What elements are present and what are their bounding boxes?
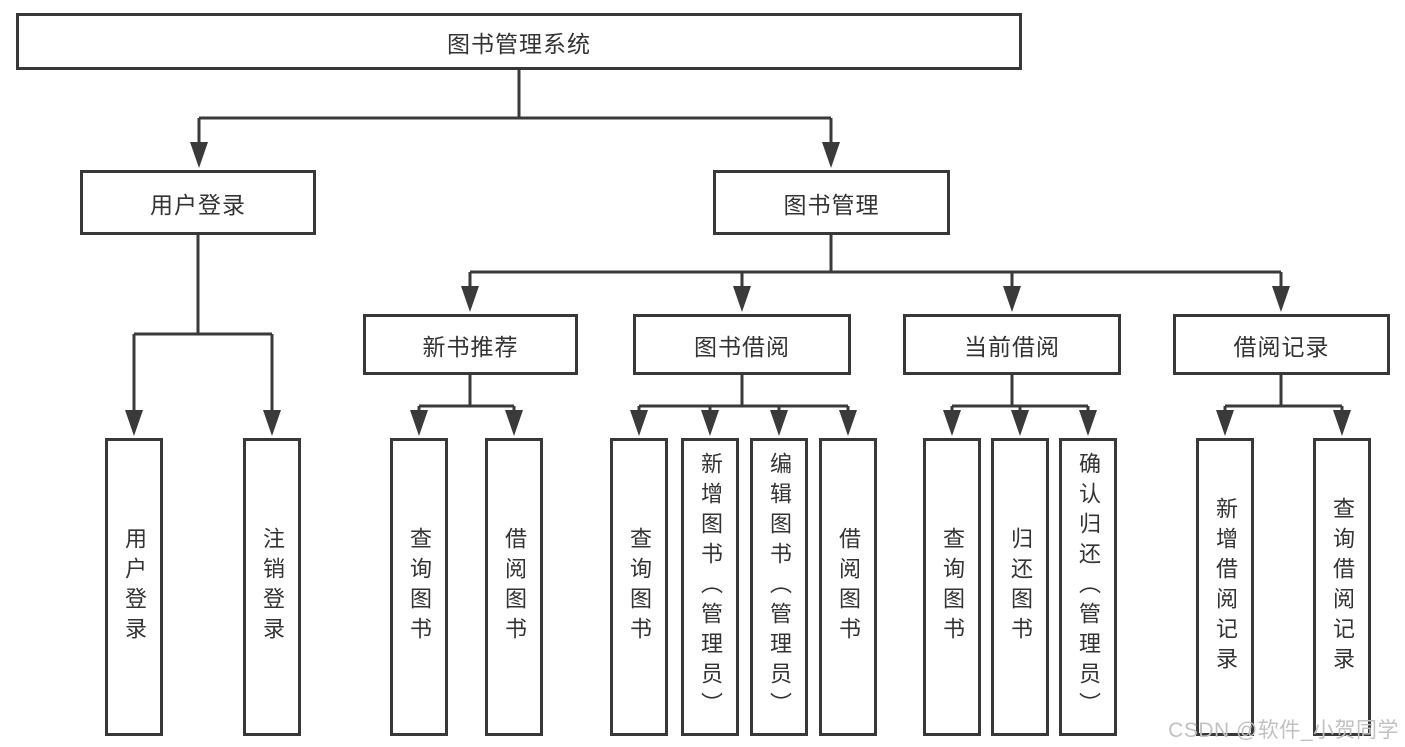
leaf-edit-book-admin: 编辑图书（管理员） — [750, 438, 808, 736]
node-book-borrowing: 图书借阅 — [633, 314, 851, 375]
connector-arrowheads-group — [125, 142, 1351, 436]
leaf-confirm-return-admin: 确认归还（管理员） — [1059, 438, 1117, 736]
node-current-borrowing: 当前借阅 — [903, 314, 1121, 375]
leaf-query-borrow-record-label: 查询借阅记录 — [1330, 497, 1355, 677]
leaf-add-book-admin: 新增图书（管理员） — [681, 438, 739, 736]
node-book-management-label: 图书管理 — [783, 191, 880, 218]
leaf-query-borrow-record: 查询借阅记录 — [1313, 438, 1371, 736]
node-library-management-system-label: 图书管理系统 — [447, 30, 591, 57]
node-book-borrowing-label: 图书借阅 — [694, 333, 790, 360]
leaf-add-borrow-record: 新增借阅记录 — [1196, 438, 1254, 736]
watermark: CSDN @软件_小贺同学 — [1168, 719, 1399, 742]
leaf-query-books-borrowing-label: 查询图书 — [627, 527, 652, 647]
node-borrowing-records-label: 借阅记录 — [1233, 333, 1330, 360]
leaf-user-login-label: 用户登录 — [122, 527, 147, 647]
node-user-login-label: 用户登录 — [150, 191, 246, 218]
leaf-confirm-return-admin-label: 确认归还（管理员） — [1076, 452, 1101, 722]
leaf-query-books-current: 查询图书 — [923, 438, 981, 736]
leaf-user-login: 用户登录 — [105, 438, 163, 736]
leaf-borrow-books-borrowing-label: 借阅图书 — [836, 527, 861, 647]
leaf-query-books-recommend-label: 查询图书 — [407, 527, 432, 647]
leaf-borrow-books-borrowing: 借阅图书 — [819, 438, 877, 736]
connector-lines-group — [132, 70, 1344, 432]
leaf-return-book-label: 归还图书 — [1008, 527, 1033, 647]
node-current-borrowing-label: 当前借阅 — [964, 333, 1060, 360]
node-user-login: 用户登录 — [80, 170, 316, 235]
leaf-query-books-current-label: 查询图书 — [940, 527, 965, 647]
leaf-logout-label: 注销登录 — [260, 527, 285, 647]
leaf-add-book-admin-label: 新增图书（管理员） — [698, 452, 723, 722]
leaf-logout: 注销登录 — [243, 438, 301, 736]
leaf-borrow-books-recommend-label: 借阅图书 — [502, 527, 527, 647]
node-book-management: 图书管理 — [713, 170, 950, 235]
node-borrowing-records: 借阅记录 — [1173, 314, 1390, 375]
node-new-book-recommendation-label: 新书推荐 — [422, 333, 519, 360]
node-library-management-system: 图书管理系统 — [16, 13, 1022, 70]
leaf-query-books-recommend: 查询图书 — [390, 438, 448, 736]
leaf-borrow-books-recommend: 借阅图书 — [485, 438, 543, 736]
leaf-add-borrow-record-label: 新增借阅记录 — [1213, 497, 1238, 677]
leaf-return-book: 归还图书 — [991, 438, 1049, 736]
node-new-book-recommendation: 新书推荐 — [363, 314, 578, 375]
leaf-edit-book-admin-label: 编辑图书（管理员） — [767, 452, 792, 722]
leaf-query-books-borrowing: 查询图书 — [610, 438, 668, 736]
